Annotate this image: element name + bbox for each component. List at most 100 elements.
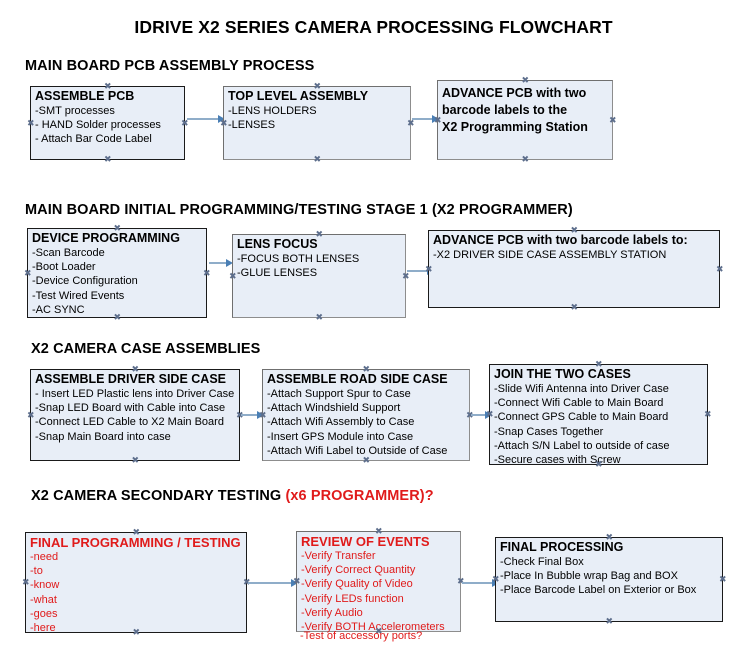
connection-handle-left-icon[interactable]: ✖	[259, 409, 267, 420]
arrow-shaft	[407, 270, 428, 272]
connection-handle-right-icon[interactable]: ✖	[243, 577, 251, 587]
arrow-shaft	[471, 414, 486, 416]
box-line: -Attach Wifi Label to Outside of Case	[267, 444, 448, 457]
connection-handle-right-icon[interactable]: ✖	[181, 117, 189, 128]
box-line: -Scan Barcode	[32, 247, 105, 259]
connection-handle-right-icon[interactable]: ✖	[704, 409, 712, 419]
box-line: -FOCUS BOTH LENSES	[237, 253, 360, 265]
section-heading-accent-text: (x6 PROGRAMMER)?	[285, 488, 434, 504]
connection-handle-bottom-icon[interactable]: ✖	[131, 455, 140, 465]
box-title: LENS FOCUS	[237, 237, 318, 251]
connection-handle-left-icon[interactable]: ✖	[434, 114, 442, 125]
section-heading-main-board-initial-programming-testing-stage-1: MAIN BOARD INITIAL PROGRAMMING/TESTING S…	[25, 202, 573, 218]
connection-handle-top-icon[interactable]: ✖	[132, 527, 141, 537]
connection-handle-bottom-icon[interactable]: ✖	[315, 312, 324, 322]
section-heading-x2-camera-case-assemblies: X2 CAMERA CASE ASSEMBLIES	[31, 341, 260, 357]
box-title: JOIN THE TWO CASES	[494, 367, 631, 381]
connection-handle-top-icon[interactable]: ✖	[131, 364, 140, 374]
box-assemble-pcb[interactable]: ASSEMBLE PCB -SMT processes - HAND Solde…	[27, 81, 189, 164]
connection-handle-top-icon[interactable]: ✖	[521, 75, 530, 85]
connection-handle-top-icon[interactable]: ✖	[362, 364, 371, 374]
connection-handle-bottom-icon[interactable]: ✖	[595, 459, 603, 469]
box-title: TOP LEVEL ASSEMBLY	[228, 89, 369, 103]
box-line: -Snap Cases Together	[494, 425, 604, 438]
box-line: -Connect LED Cable to X2 Main Board	[35, 416, 224, 429]
page-title: IDRIVE X2 SERIES CAMERA PROCESSING FLOWC…	[134, 17, 613, 37]
box-review-of-events[interactable]: REVIEW OF EVENTS -Verify Transfer -Verif…	[293, 526, 465, 636]
box-top-level-assembly[interactable]: TOP LEVEL ASSEMBLY -LENS HOLDERS -LENSES…	[220, 81, 415, 164]
box-line: -know	[30, 579, 60, 592]
connection-handle-bottom-icon[interactable]: ✖	[313, 154, 322, 164]
connection-handle-left-icon[interactable]: ✖	[27, 409, 35, 420]
arrow-head-icon	[485, 410, 492, 419]
connection-handle-bottom-icon[interactable]: ✖	[113, 312, 122, 322]
connection-handle-left-icon[interactable]: ✖	[22, 577, 30, 587]
box-title: ASSEMBLE DRIVER SIDE CASE	[35, 372, 227, 386]
box-lens-focus[interactable]: LENS FOCUS -FOCUS BOTH LENSES -GLUE LENS…	[229, 229, 410, 322]
box-join-the-two-cases[interactable]: JOIN THE TWO CASES -Slide Wifi Antenna i…	[486, 359, 712, 469]
box-line: -Slide Wifi Antenna into Driver Case	[494, 383, 669, 395]
box-line: -Verify Transfer	[301, 550, 376, 562]
box-final-processing[interactable]: FINAL PROCESSING -Check Final Box -Place…	[492, 532, 727, 626]
arrow-shaft	[209, 262, 227, 264]
box-line: -Verify Audio	[301, 606, 363, 619]
connection-handle-top-icon[interactable]: ✖	[605, 532, 614, 542]
connection-handle-bottom-icon[interactable]: ✖	[362, 455, 371, 465]
connection-handle-right-icon[interactable]: ✖	[609, 114, 617, 125]
box-advance-pcb-to-driver-side-case-assembly[interactable]: ADVANCE PCB with two barcode labels to: …	[425, 225, 724, 312]
box-device-programming[interactable]: DEVICE PROGRAMMING -Scan Barcode -Boot L…	[24, 223, 211, 322]
box-line: -to	[30, 565, 43, 578]
connection-handle-top-icon[interactable]: ✖	[595, 359, 603, 369]
connection-handle-right-icon[interactable]: ✖	[457, 576, 465, 586]
connection-handle-right-icon[interactable]: ✖	[407, 117, 415, 128]
connection-handle-left-icon[interactable]: ✖	[492, 574, 500, 584]
connection-handle-top-icon[interactable]: ✖	[570, 225, 579, 235]
connection-handle-bottom-icon[interactable]: ✖	[104, 154, 112, 164]
box-assemble-road-side-case[interactable]: ASSEMBLE ROAD SIDE CASE -Attach Support …	[259, 364, 474, 465]
box-advance-pcb-to-x2-programming-station[interactable]: ADVANCE PCB with two barcode labels to t…	[434, 75, 617, 164]
connection-handle-top-icon[interactable]: ✖	[315, 229, 324, 239]
box-title: DEVICE PROGRAMMING	[32, 231, 180, 245]
arrow-head-icon	[257, 410, 264, 419]
box-line: - Insert LED Plastic lens into Driver Ca…	[35, 388, 235, 400]
box-overflow-line-review-of-events: -Test of accessory ports?	[300, 630, 423, 642]
box-line: -Snap Main Board into case	[35, 430, 171, 443]
connection-handle-left-icon[interactable]: ✖	[425, 263, 433, 274]
arrow-shaft	[412, 118, 433, 120]
box-assemble-driver-side-case[interactable]: ASSEMBLE DRIVER SIDE CASE - Insert LED P…	[27, 364, 244, 465]
connection-handle-bottom-icon[interactable]: ✖	[521, 154, 530, 164]
box-line: -need	[30, 551, 59, 563]
connection-handle-left-icon[interactable]: ✖	[27, 117, 35, 128]
connection-handle-right-icon[interactable]: ✖	[203, 267, 211, 278]
connection-handle-left-icon[interactable]: ✖	[220, 117, 228, 128]
connection-handle-bottom-icon[interactable]: ✖	[132, 627, 141, 637]
box-line: -Secure cases with Screw	[494, 454, 621, 467]
box-line: -here	[30, 622, 56, 635]
connection-handle-bottom-icon[interactable]: ✖	[570, 302, 579, 312]
arrow-head-icon	[432, 114, 439, 123]
connection-handle-left-icon[interactable]: ✖	[486, 409, 494, 419]
connection-handle-left-icon[interactable]: ✖	[293, 576, 301, 586]
box-title: ADVANCE PCB with two barcode labels to:	[433, 233, 688, 247]
connection-handle-top-icon[interactable]: ✖	[104, 81, 112, 91]
box-line: -Check Final Box	[500, 556, 584, 568]
connection-handle-top-icon[interactable]: ✖	[375, 526, 383, 536]
connection-handle-top-icon[interactable]: ✖	[113, 223, 122, 233]
box-line: -SMT processes	[35, 105, 115, 117]
connection-handle-left-icon[interactable]: ✖	[229, 270, 237, 281]
box-line: -AC SYNC	[32, 303, 85, 316]
box-final-programming-testing[interactable]: FINAL PROGRAMMING / TESTING -need -to -k…	[22, 527, 251, 637]
connection-handle-bottom-icon[interactable]: ✖	[605, 616, 614, 626]
connection-handle-right-icon[interactable]: ✖	[719, 574, 727, 584]
box-title: ADVANCE PCB with two barcode labels to t…	[442, 86, 588, 134]
connection-handle-right-icon[interactable]: ✖	[236, 409, 244, 420]
box-line: -Attach S/N Label to outside of case	[494, 439, 670, 452]
connection-handle-right-icon[interactable]: ✖	[402, 270, 410, 281]
connection-handle-right-icon[interactable]: ✖	[466, 409, 474, 420]
connection-handle-top-icon[interactable]: ✖	[313, 81, 322, 91]
box-line: - Attach Bar Code Label	[35, 133, 152, 146]
connection-handle-bottom-icon[interactable]: ✖	[375, 626, 383, 636]
connection-handle-right-icon[interactable]: ✖	[716, 263, 724, 274]
connection-handle-left-icon[interactable]: ✖	[24, 267, 32, 278]
box-line: -LENS HOLDERS	[228, 105, 317, 117]
